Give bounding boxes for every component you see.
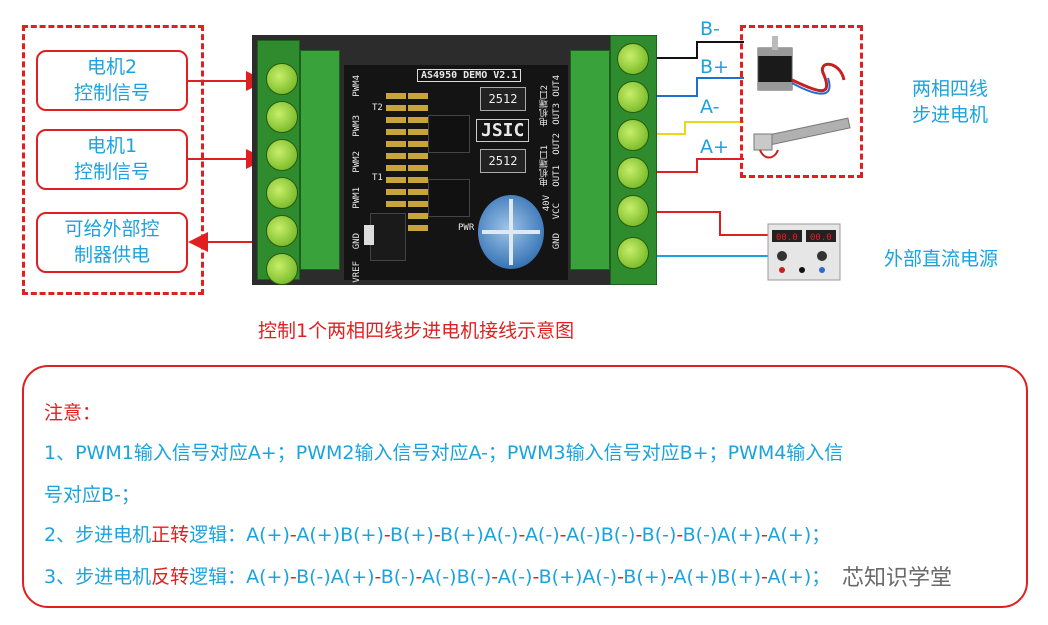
- svg-text:00.0: 00.0: [776, 233, 798, 243]
- sequence-separator: -: [617, 566, 624, 588]
- sequence-separator: -: [559, 524, 567, 546]
- sequence-step: B(-): [641, 524, 677, 546]
- note-1-line-b: 号对应B-；: [44, 484, 140, 506]
- screw-icon: [266, 215, 298, 247]
- sequence-separator: -: [518, 524, 525, 546]
- screw-icon: [617, 195, 649, 227]
- sequence-separator: -: [289, 524, 297, 546]
- sequence-step: A(-)B(-): [421, 566, 492, 588]
- sequence-separator: -: [374, 566, 381, 588]
- shunt-resistor-2: 2512: [480, 149, 526, 173]
- driver-chip-1: [428, 115, 470, 153]
- sequence-step: A(-): [497, 566, 533, 588]
- external-dc-supply-label: 外部直流电源: [884, 248, 999, 270]
- sequence-step: A(+): [246, 566, 290, 588]
- stepper-motor-label: 两相四线 步进电机: [912, 78, 989, 126]
- sequence-step: B(+): [623, 566, 668, 588]
- sequence-separator: -: [667, 566, 674, 588]
- wire-b-plus: [640, 77, 744, 97]
- screw-icon: [617, 81, 649, 113]
- screw-icon: [266, 177, 298, 209]
- driver-board: AS4950 DEMO V2.1 PWM4 PWM3 PWM2 PWM1 GND…: [252, 35, 657, 285]
- svg-text:00.0: 00.0: [810, 233, 832, 243]
- dc-power-supply-illustration: 00.0 00.0: [767, 223, 841, 281]
- watermark: 芯知识学堂: [842, 566, 953, 591]
- sequence-step: A(-): [524, 524, 560, 546]
- electrolytic-capacitor: [478, 195, 544, 269]
- sequence-step: A(+): [246, 524, 290, 546]
- power-wire-positive: [640, 211, 770, 236]
- screw-icon: [266, 63, 298, 95]
- sequence-step: A(+)B(+): [673, 566, 762, 588]
- sequence-step: A(+): [767, 566, 812, 588]
- sequence-separator: -: [289, 566, 297, 588]
- screw-icon: [617, 43, 649, 75]
- wire-label-a-plus: A+: [700, 136, 729, 158]
- driver-chip-2: [428, 179, 470, 217]
- sequence-step: B(-)A(+): [296, 566, 375, 588]
- sequence-separator: -: [676, 524, 683, 546]
- sequence-separator: -: [383, 524, 391, 546]
- sequence-step: A(+): [767, 524, 812, 546]
- notes-box: [22, 365, 1028, 608]
- screw-icon: [266, 101, 298, 133]
- sequence-separator: -: [761, 566, 768, 588]
- wire-label-b-plus: B+: [700, 56, 729, 78]
- sequence-step: B(+)A(-): [440, 524, 519, 546]
- external-power-supply-label: 可给外部控 制器供电: [36, 212, 188, 273]
- note-1-line-a: 1、PWM1输入信号对应A+；PWM2输入信号对应A-；PWM3输入信号对应B+…: [44, 442, 844, 464]
- screw-icon: [617, 157, 649, 189]
- reverse-sequence: A(+)-B(-)A(+)-B(-)-A(-)B(-)-A(-)-B(+)A(-…: [246, 566, 811, 588]
- sequence-step: B(-)A(+): [682, 524, 762, 546]
- screw-icon: [617, 119, 649, 151]
- sequence-separator: -: [532, 566, 539, 588]
- regulator-chip: [370, 213, 406, 261]
- sequence-separator: -: [635, 524, 642, 546]
- sequence-step: A(-)B(-): [566, 524, 636, 546]
- sequence-step: A(+)B(+): [296, 524, 384, 546]
- sequence-separator: -: [415, 566, 422, 588]
- forward-sequence: A(+)-A(+)B(+)-B(+)-B(+)A(-)-A(-)-A(-)B(-…: [246, 524, 811, 546]
- board-title: AS4950 DEMO V2.1: [417, 69, 522, 82]
- wire-a-plus: [640, 158, 744, 173]
- screw-icon: [266, 253, 298, 285]
- wire-label-a-minus: A-: [700, 96, 720, 118]
- note-2: 2、步进电机正转逻辑：A(+)-A(+)B(+)-B(+)-B(+)A(-)-A…: [44, 524, 831, 546]
- diagram-title: 控制1个两相四线步进电机接线示意图: [258, 320, 575, 342]
- sequence-step: B(+)A(-): [538, 566, 618, 588]
- motor1-control-label: 电机1 控制信号: [36, 129, 188, 190]
- jsic-logo: JSIC: [476, 119, 530, 142]
- note-3: 3、步进电机反转逻辑：A(+)-B(-)A(+)-B(-)-A(-)B(-)-A…: [44, 566, 831, 588]
- sequence-separator: -: [433, 524, 441, 546]
- motor2-control-label: 电机2 控制信号: [36, 50, 188, 111]
- forward-keyword: 正转: [151, 524, 190, 546]
- reverse-keyword: 反转: [151, 566, 190, 588]
- sequence-separator: -: [491, 566, 498, 588]
- shunt-resistor-1: 2512: [480, 87, 526, 111]
- wire-a-minus: [640, 121, 744, 135]
- stepper-motor-illustration: [753, 36, 851, 159]
- notes-heading: 注意：: [44, 402, 102, 424]
- wire-b-minus: [640, 41, 744, 59]
- sequence-step: B(+): [390, 524, 434, 546]
- screw-icon: [617, 237, 649, 269]
- wire-label-b-minus: B-: [700, 18, 720, 40]
- stepper-motor-frame: [740, 25, 863, 178]
- sequence-separator: -: [761, 524, 768, 546]
- sequence-step: B(-): [380, 566, 416, 588]
- screw-icon: [266, 139, 298, 171]
